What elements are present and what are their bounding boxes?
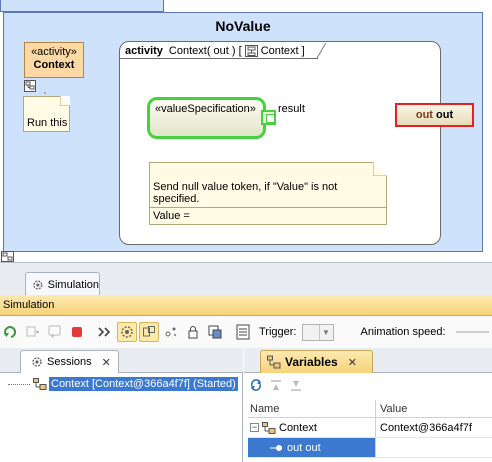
trigger-dropdown[interactable]: ▼: [301, 323, 334, 341]
frame-title: NoValue: [215, 18, 271, 34]
variable-name-cell: − Context: [248, 418, 376, 437]
export-icon[interactable]: [205, 322, 225, 342]
tab-variables[interactable]: Variables ✕: [260, 350, 373, 373]
value-spec-stereotype: «valueSpecification»: [155, 103, 256, 115]
note-value-comment[interactable]: Send null value token, if "Value" is not…: [149, 162, 387, 225]
simulation-gear-icon: [33, 279, 43, 290]
table-row[interactable]: out out: [248, 438, 492, 458]
output-node-part2: out: [436, 109, 454, 121]
trigger-label: Trigger:: [259, 326, 297, 338]
expand-all-icon[interactable]: [289, 378, 303, 392]
note-fold-icon: [373, 162, 387, 176]
tab-simulation-label: Simulation: [47, 278, 99, 291]
animation-icon[interactable]: [117, 322, 137, 342]
tab-sessions-label: Sessions: [47, 356, 92, 368]
table-header: Name Value: [248, 400, 492, 418]
chevron-down-icon: ▼: [318, 324, 333, 340]
activity-keyword: activity: [125, 45, 163, 57]
activity-element[interactable]: «activity» Context: [24, 42, 84, 78]
variable-name: Context: [279, 421, 317, 434]
refresh-icon[interactable]: [249, 378, 263, 392]
diagram-link-icon[interactable]: [24, 80, 36, 92]
skip-icon[interactable]: [95, 322, 115, 342]
breakpoint-icon[interactable]: [161, 322, 181, 342]
close-icon[interactable]: ✕: [101, 356, 111, 369]
column-header-name[interactable]: Name: [248, 400, 376, 417]
animation-speed-label: Animation speed:: [360, 326, 446, 338]
sessions-gear-icon: [32, 357, 42, 367]
step-into-icon[interactable]: [45, 322, 65, 342]
variables-table: Name Value − Context Context@366a4f7f ou…: [248, 400, 492, 458]
variable-value: Context@366a4f7f: [380, 421, 472, 434]
output-parameter-node[interactable]: out out: [395, 103, 474, 127]
collapse-all-icon[interactable]: [269, 378, 283, 392]
lock-icon[interactable]: [183, 322, 203, 342]
activity-header: activity Context( out ) [ Context ]: [125, 45, 305, 57]
sessions-panel: Sessions ✕ Context [Context@366a4f7f] (S…: [0, 348, 243, 462]
tab-variables-label: Variables: [285, 355, 338, 369]
value-specification-action[interactable]: «valueSpecification»: [147, 97, 266, 139]
variables-tab-bar: Variables ✕: [244, 348, 492, 373]
activity-name: Context: [33, 59, 75, 71]
note-run-text: Run this: [27, 117, 68, 129]
step-icon[interactable]: [23, 322, 43, 342]
variables-icon: [267, 355, 281, 369]
output-node-part1: out: [415, 109, 433, 121]
diagram-canvas: NoValue «activity» Context Run this acti…: [0, 0, 483, 262]
result-pin-inner: [266, 114, 275, 123]
note-fold-icon: [60, 96, 70, 106]
collapse-toggle-icon[interactable]: −: [250, 422, 259, 432]
close-icon[interactable]: ✕: [347, 356, 357, 369]
config-icon[interactable]: [233, 322, 253, 342]
note-divider: [150, 207, 386, 208]
activity-icon: [33, 378, 47, 390]
variable-name-cell: out out: [248, 438, 376, 457]
activity-signature: Context( out ) [: [168, 45, 242, 57]
variable-value: [376, 438, 380, 457]
terminate-icon[interactable]: [67, 322, 87, 342]
simulation-tab-bar: Simulation: [0, 262, 492, 296]
table-row[interactable]: − Context Context@366a4f7f: [248, 418, 492, 438]
simulation-toolbar: Trigger: ▼ Animation speed:: [0, 316, 492, 348]
activity-stereotype: «activity»: [31, 46, 77, 58]
tree-connector: [8, 383, 30, 385]
frame-back-tab: [0, 0, 164, 12]
session-tree-item[interactable]: Context [Context@366a4f7f] (Started): [8, 376, 238, 392]
note-run-this[interactable]: Run this: [23, 96, 70, 132]
activity-icon: [262, 421, 276, 434]
simulation-panel-header: Simulation: [0, 295, 492, 316]
run-icon[interactable]: [1, 322, 21, 342]
diagram-shortcut-icon[interactable]: [1, 251, 15, 262]
result-pin-label: result: [278, 103, 305, 115]
animation-speed-slider[interactable]: [455, 331, 489, 333]
activity-tab-line: [120, 58, 318, 59]
variables-toolbar: [244, 374, 492, 396]
variables-panel: Variables ✕ Name Value −: [244, 348, 492, 462]
pause-icon[interactable]: [139, 322, 159, 342]
parameter-icon: [270, 444, 282, 451]
tab-simulation[interactable]: Simulation: [25, 272, 100, 296]
note-value-line: Value =: [153, 210, 190, 222]
tab-sessions[interactable]: Sessions ✕: [20, 350, 119, 373]
session-label: Context [Context@366a4f7f] (Started): [49, 377, 238, 391]
variable-name: out out: [287, 441, 321, 454]
column-header-value[interactable]: Value: [380, 403, 408, 415]
note-value-text: Send null value token, if "Value" is not…: [153, 181, 338, 205]
activity-tab-slant: [316, 43, 327, 59]
sessions-tab-bar: Sessions ✕: [0, 348, 243, 373]
context-classifier-icon: [244, 45, 258, 57]
activity-context-label: Context ]: [260, 45, 305, 57]
